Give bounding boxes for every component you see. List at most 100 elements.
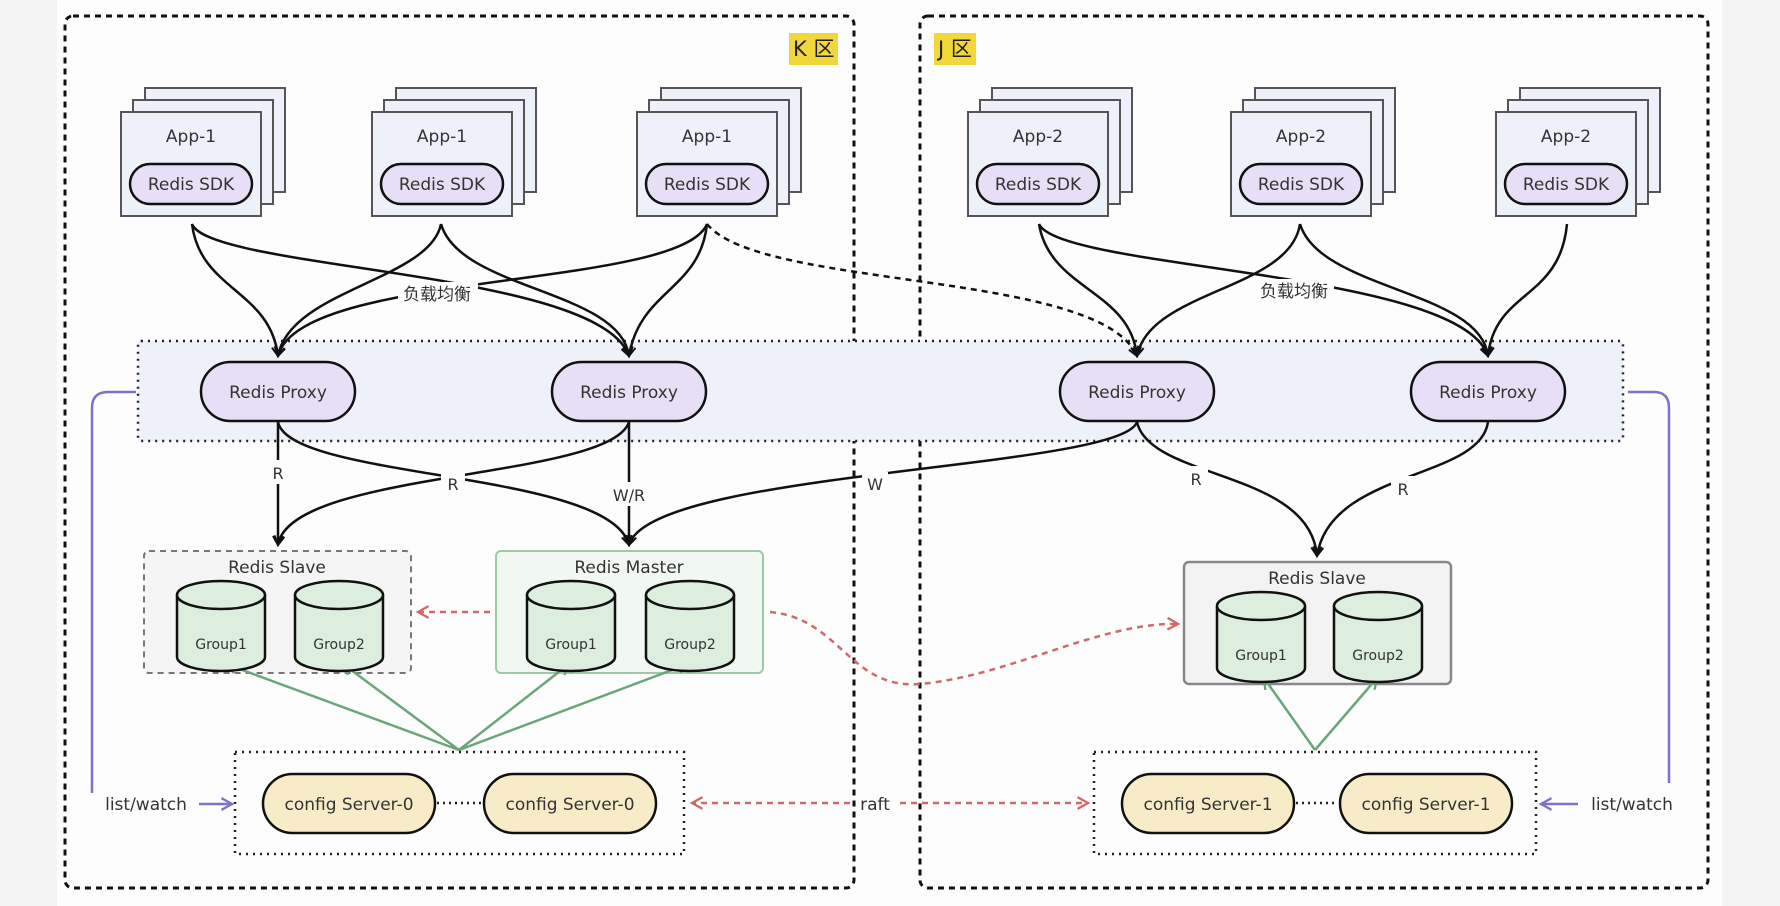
redis-proxy-label: Redis Proxy — [229, 383, 327, 403]
app-name: App-2 — [1276, 127, 1326, 147]
cylinder-body — [644, 595, 736, 673]
edge-label-r-4: R — [1397, 480, 1408, 499]
cluster-title: Redis Master — [574, 558, 683, 578]
proxy-layer-band — [136, 339, 1625, 443]
redis-sdk-label: Redis SDK — [1523, 175, 1610, 195]
redis-sdk-pill — [1238, 162, 1364, 206]
app-name: App-1 — [682, 127, 732, 147]
raft-label-bg — [857, 790, 895, 816]
cylinder-body — [525, 595, 617, 673]
redis-proxy-label: Redis Proxy — [580, 383, 678, 403]
config-server-label: config Server-0 — [505, 795, 634, 815]
database-cylinder-icon[interactable]: Group2 — [644, 579, 736, 673]
redis-proxy-node[interactable]: Redis Proxy — [550, 360, 708, 423]
cylinder-top — [525, 579, 617, 611]
cylinder-top — [175, 579, 267, 611]
redis-sdk-label: Redis SDK — [148, 175, 235, 195]
group-label: Group1 — [195, 637, 247, 653]
config-server-pill — [261, 772, 437, 835]
config-server-node[interactable]: config Server-1 — [1338, 772, 1514, 835]
cross-zone-dashed-edge — [706, 223, 1137, 356]
lb-label-bg-j — [1254, 279, 1334, 303]
database-cylinder-icon[interactable]: Group2 — [1332, 590, 1424, 684]
config-server-node[interactable]: config Server-0 — [261, 772, 437, 835]
config-server-label: config Server-1 — [1361, 795, 1490, 815]
redis-sdk-pill — [1503, 162, 1629, 206]
database-cylinder-icon[interactable]: Group2 — [293, 579, 385, 673]
load-balance-edges — [190, 223, 1569, 356]
config-server-pill — [1338, 772, 1514, 835]
redis-sdk-pill — [644, 162, 770, 206]
app-name: App-2 — [1013, 127, 1063, 147]
raft-label: raft — [860, 795, 890, 815]
replication-cross-zone — [769, 610, 1178, 686]
lb-label-bg-k — [398, 282, 478, 306]
redis-sdk-pill — [379, 162, 505, 206]
config-server-pill — [1120, 772, 1296, 835]
cylinder-top — [644, 579, 736, 611]
group-label: Group1 — [545, 637, 597, 653]
redis-proxy-label: Redis Proxy — [1439, 383, 1537, 403]
load-balance-label-j: 负载均衡 — [1260, 282, 1328, 302]
redis-sdk-label: Redis SDK — [664, 175, 751, 195]
redis-sdk-label: Redis SDK — [399, 175, 486, 195]
redis-proxy-pill — [1058, 360, 1216, 423]
redis-proxy-pill — [199, 360, 357, 423]
group-label: Group2 — [313, 637, 365, 653]
list-watch-label-k: list/watch — [105, 795, 187, 815]
config-server-label: config Server-1 — [1143, 795, 1272, 815]
app-name: App-1 — [417, 127, 467, 147]
config-server-node[interactable]: config Server-0 — [482, 772, 658, 835]
group-label: Group2 — [664, 637, 716, 653]
redis-sdk-pill — [975, 162, 1101, 206]
cylinder-top — [1215, 590, 1307, 622]
cylinder-top — [293, 579, 385, 611]
cylinder-body — [175, 595, 267, 673]
redis-sdk-pill — [128, 162, 254, 206]
redis-proxy-node[interactable]: Redis Proxy — [1058, 360, 1216, 423]
cylinder-top — [1332, 590, 1424, 622]
database-cylinder-icon[interactable]: Group1 — [1215, 590, 1307, 684]
list-watch-line-k — [90, 390, 136, 793]
group-label: Group2 — [1352, 648, 1404, 664]
cylinder-body — [1215, 606, 1307, 684]
app-name: App-2 — [1541, 127, 1591, 147]
list-watch-label-j: list/watch — [1591, 795, 1673, 815]
redis-sdk-label: Redis SDK — [995, 175, 1082, 195]
config-push-edges — [226, 664, 1377, 752]
redis-proxy-node[interactable]: Redis Proxy — [1409, 360, 1567, 423]
edge-label-w: W — [867, 475, 883, 494]
redis-proxy-node[interactable]: Redis Proxy — [199, 360, 357, 423]
config-server-node[interactable]: config Server-1 — [1120, 772, 1296, 835]
edge-label-r-1: R — [272, 464, 283, 483]
config-server-pill — [482, 772, 658, 835]
database-cylinder-icon[interactable]: Group1 — [175, 579, 267, 673]
redis-proxy-pill — [1409, 360, 1567, 423]
list-watch-line-j — [1628, 390, 1671, 783]
config-server-label: config Server-0 — [284, 795, 413, 815]
group-label: Group1 — [1235, 648, 1287, 664]
edge-label-r-3: R — [1190, 470, 1201, 489]
redis-proxy-pill — [550, 360, 708, 423]
redis-sdk-label: Redis SDK — [1258, 175, 1345, 195]
edge-label-r-2: R — [447, 475, 458, 494]
app-name: App-1 — [166, 127, 216, 147]
cluster-title: Redis Slave — [1268, 569, 1366, 589]
edge-label-wr: W/R — [613, 486, 645, 505]
edge-label-bgs — [268, 460, 1415, 506]
database-cylinder-icon[interactable]: Group1 — [525, 579, 617, 673]
cylinder-body — [1332, 606, 1424, 684]
zone-k-boundary — [63, 14, 856, 890]
cluster-title: Redis Slave — [228, 558, 326, 578]
zone-j-boundary — [918, 14, 1710, 890]
redis-proxy-label: Redis Proxy — [1088, 383, 1186, 403]
zone-tag-k: K 区 — [789, 33, 839, 65]
